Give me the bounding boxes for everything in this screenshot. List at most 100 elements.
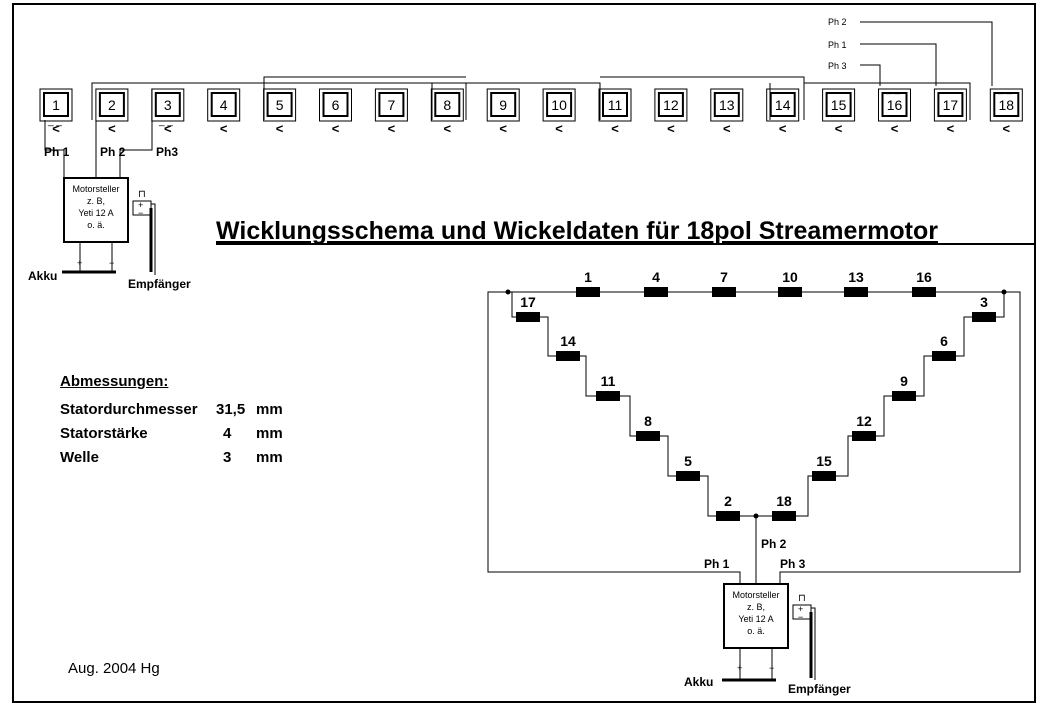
battery-plus-lower: + bbox=[737, 663, 742, 673]
receiver-pulse-icon-lower: ⊓ bbox=[798, 593, 806, 604]
pole-number: 10 bbox=[551, 97, 567, 113]
coil-block bbox=[844, 287, 868, 297]
pole-number: 5 bbox=[276, 97, 284, 113]
direction-arrow-icon: < bbox=[332, 121, 340, 136]
dash-mark-1: _ _ bbox=[47, 116, 62, 127]
direction-arrow-icon: < bbox=[276, 121, 284, 136]
pole-number: 14 bbox=[775, 97, 791, 113]
direction-arrow-icon: < bbox=[779, 121, 787, 136]
upper-controller: Motorsteller z. B, Yeti 12 A o. ä. ⊓ + −… bbox=[28, 177, 191, 291]
coil-number: 3 bbox=[980, 294, 988, 310]
pole-number: 7 bbox=[388, 97, 396, 113]
coil-4: 15 bbox=[812, 453, 836, 481]
coil-0: 17 bbox=[516, 294, 540, 322]
coil-1: 6 bbox=[932, 333, 956, 361]
coil-block bbox=[712, 287, 736, 297]
pole-connection-wires bbox=[44, 21, 993, 178]
dim-unit-stator-thickness: mm bbox=[256, 425, 283, 442]
battery-plus-upper: + bbox=[77, 258, 82, 268]
direction-arrow-icon: < bbox=[835, 121, 843, 136]
coil-number: 17 bbox=[520, 294, 536, 310]
coil-number: 11 bbox=[601, 373, 616, 389]
pole-number: 15 bbox=[831, 97, 847, 113]
coil-block bbox=[596, 391, 620, 401]
receiver-minus: − bbox=[138, 208, 143, 218]
pole-7: 7< bbox=[374, 88, 408, 136]
coil-block bbox=[892, 391, 916, 401]
pole-number: 3 bbox=[164, 97, 172, 113]
pole-number: 9 bbox=[499, 97, 507, 113]
pole-12: 12< bbox=[654, 88, 688, 136]
pole-10: 10 < bbox=[542, 88, 576, 136]
coil-number: 9 bbox=[900, 373, 908, 389]
pole-number: 17 bbox=[943, 97, 959, 113]
coil-number: 1 bbox=[584, 269, 592, 285]
dim-unit-shaft: mm bbox=[256, 449, 283, 466]
pole-5: 5< bbox=[263, 88, 297, 136]
direction-arrow-icon: < bbox=[667, 121, 675, 136]
direction-arrow-icon: < bbox=[947, 121, 955, 136]
direction-arrow-icon: < bbox=[388, 121, 396, 136]
coil-number: 8 bbox=[644, 413, 652, 429]
pole-number: 13 bbox=[719, 97, 735, 113]
lower-controller: Motorsteller z. B, Yeti 12 A o. ä. ⊓ + −… bbox=[684, 583, 851, 696]
ph2-top-label: Ph 2 bbox=[828, 17, 847, 27]
coil-4: 5 bbox=[676, 453, 700, 481]
receiver-plus: + bbox=[138, 200, 143, 210]
coil-number: 5 bbox=[684, 453, 692, 469]
coil-block bbox=[912, 287, 936, 297]
battery-label-lower: Akku bbox=[684, 675, 713, 689]
coil-number: 4 bbox=[652, 269, 660, 285]
coil-3: 8 bbox=[636, 413, 660, 441]
pole-8: 8< bbox=[430, 88, 464, 136]
dim-name-stator-thickness: Statorstärke bbox=[60, 425, 148, 442]
coil-block bbox=[972, 312, 996, 322]
coil-number: 12 bbox=[856, 413, 872, 429]
coil-block bbox=[644, 287, 668, 297]
controller-line-3-lower: Yeti 12 A bbox=[738, 614, 773, 624]
coil-number: 14 bbox=[560, 333, 576, 349]
pole-16: 16< bbox=[878, 88, 911, 136]
pole-13: 13< bbox=[710, 88, 744, 136]
coil-block bbox=[516, 312, 540, 322]
pole-number: 16 bbox=[887, 97, 903, 113]
dash-mark-16: _ _ bbox=[885, 84, 900, 95]
controller-line-2: z. B, bbox=[87, 196, 105, 206]
coil-number: 18 bbox=[776, 493, 792, 509]
coil-3: 10 bbox=[778, 269, 802, 297]
pole-3: 3< bbox=[151, 88, 185, 136]
coil-0: 1 bbox=[576, 269, 600, 297]
pole-number: 11 bbox=[608, 97, 623, 113]
pole-number: 1 bbox=[52, 97, 60, 113]
controller-line-3: Yeti 12 A bbox=[78, 208, 113, 218]
direction-arrow-icon: < bbox=[555, 121, 563, 136]
coil-block bbox=[576, 287, 600, 297]
battery-minus-upper: − bbox=[109, 258, 114, 268]
pole-number: 6 bbox=[332, 97, 340, 113]
dim-name-shaft: Welle bbox=[60, 449, 99, 466]
ph3-label-upper: Ph3 bbox=[156, 145, 178, 159]
receiver-pulse-icon: ⊓ bbox=[138, 189, 146, 200]
dash-mark-3: _ _ bbox=[158, 116, 173, 127]
direction-arrow-icon: < bbox=[611, 121, 619, 136]
ph1-top-label: Ph 1 bbox=[828, 40, 847, 50]
coil-block bbox=[676, 471, 700, 481]
direction-arrow-icon: < bbox=[499, 121, 507, 136]
pole-2: 2< bbox=[95, 88, 129, 136]
coil-2: 11 bbox=[596, 373, 620, 401]
controller-line-4: o. ä. bbox=[87, 220, 105, 230]
coil-5: 18 bbox=[772, 493, 796, 521]
pole-row: 1<2<3<4<5<6<7<8<9<10<11<12<13<14<15<16<1… bbox=[39, 88, 1023, 136]
coil-number: 6 bbox=[940, 333, 948, 349]
coil-block bbox=[932, 351, 956, 361]
receiver-label-upper: Empfänger bbox=[128, 277, 191, 291]
dim-value-stator-diameter: 31,5 bbox=[216, 401, 246, 418]
ph3-top-label: Ph 3 bbox=[828, 61, 847, 71]
coil-number: 10 bbox=[782, 269, 798, 285]
ph2-label-upper: Ph 2 bbox=[100, 145, 126, 159]
dim-value-stator-thickness: 4 bbox=[223, 425, 232, 442]
drawing-frame bbox=[12, 3, 1036, 703]
